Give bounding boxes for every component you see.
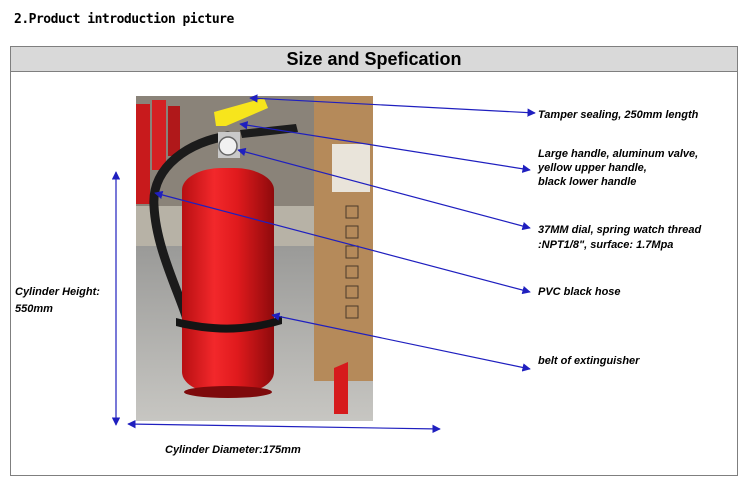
arrow-hose	[154, 190, 531, 295]
label-height-line-2: 550mm	[15, 303, 53, 315]
label-hose: PVC black hose	[538, 286, 621, 298]
label-belt: belt of extinguisher	[538, 355, 640, 367]
arrow-dial	[237, 147, 531, 231]
arrow-tamper	[249, 94, 536, 117]
section-heading: 2.Product introduction picture	[14, 12, 234, 27]
arrow-handle	[239, 121, 531, 173]
spec-title: Size and Spefication	[10, 46, 738, 72]
arrow-diameter	[127, 419, 441, 434]
label-height-line-1: Cylinder Height:	[15, 286, 100, 298]
label-dial-line-2: :NPT1/8", surface: 1.7Mpa	[538, 239, 674, 251]
label-diameter: Cylinder Diameter:175mm	[165, 444, 301, 456]
label-handle-line-3: black lower handle	[538, 176, 637, 188]
label-handle-line-1: Large handle, aluminum valve,	[538, 148, 699, 160]
label-tamper: Tamper sealing, 250mm length	[538, 109, 699, 121]
label-dial-line-1: 37MM dial, spring watch thread	[538, 224, 702, 236]
arrow-belt	[271, 312, 531, 372]
label-handle-line-2: yellow upper handle,	[538, 162, 647, 174]
